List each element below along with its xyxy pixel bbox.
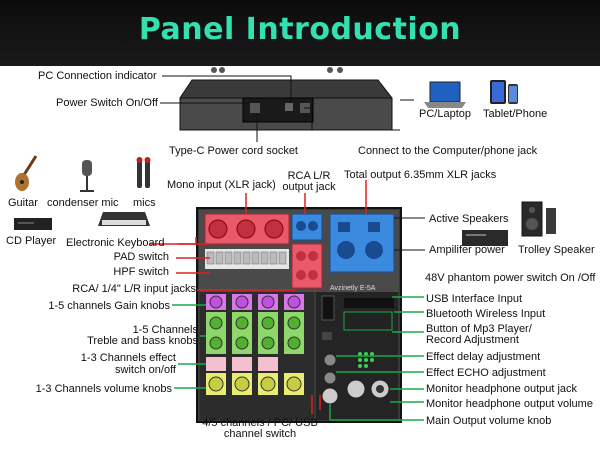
keyboard-label: Electronic Keyboard — [66, 237, 165, 249]
effect-switch-label-2: switch on/off — [115, 364, 176, 376]
connect-jack-label: Connect to the Computer/phone jack — [358, 145, 538, 157]
cd-player-icon — [14, 218, 52, 230]
mp3-button-label-2: Record Adjustment — [426, 334, 519, 346]
treble-bass-label-2: Treble and bass knobs — [87, 335, 198, 347]
mics-icon — [136, 157, 151, 188]
page-title: Panel Introduction — [138, 12, 462, 47]
guitar-label: Guitar — [8, 197, 38, 209]
active-speakers-label: Active Speakers — [429, 213, 509, 225]
rca-output-label-1: RCA L/R — [287, 170, 331, 182]
power-switch-label: Power Switch On/Off — [56, 97, 158, 109]
channel-switch-label-1: 4/5 channels / PC/ USB — [202, 417, 318, 429]
main-output-label: Main Output volume knob — [426, 415, 552, 427]
hpf-switch-label: HPF switch — [113, 266, 169, 278]
rca-output-label-2: output jack — [282, 181, 336, 193]
usb-input-label: USB Interface Input — [426, 293, 522, 305]
condenser-mic-label: condenser mic — [47, 197, 119, 209]
effect-switch-label-1: 1-3 Channels effect — [80, 352, 176, 364]
mono-input-label: Mono input (XLR jack) — [167, 179, 276, 191]
gain-knobs-label: 1-5 channels Gain knobs — [48, 300, 170, 312]
active-speakers-icon — [521, 201, 556, 237]
headphone-jack-label: Monitor headphone output jack — [426, 383, 578, 395]
amplifier-label: Ampilifer power — [429, 244, 505, 256]
trolley-speaker-label: Trolley Speaker — [518, 244, 595, 256]
keyboard-icon — [98, 212, 150, 226]
pc-indicator-label: PC Connection indicator — [38, 70, 157, 82]
effect-echo-label: Effect ECHO adjustment — [426, 367, 546, 379]
mp3-button-label-1: Button of Mp3 Player/ — [426, 323, 532, 335]
title-bar — [0, 0, 600, 66]
pad-switch-label: PAD switch — [113, 251, 169, 263]
channel-switch-label-2: channel switch — [223, 428, 297, 440]
tablet-phone-label: Tablet/Phone — [483, 108, 548, 120]
mixer-panel — [196, 207, 402, 423]
effect-delay-label: Effect delay adjustment — [426, 351, 541, 363]
tablet-phone-icon — [490, 80, 518, 104]
total-output-label: Total output 6.35mm XLR jacks — [344, 169, 497, 181]
typec-socket-label: Type-C Power cord socket — [169, 145, 298, 157]
phantom-power-label: 48V phantom power switch On /Off — [425, 272, 596, 284]
treble-bass-label-1: 1-5 Channels — [132, 324, 198, 336]
mixer-top-view — [179, 67, 393, 131]
volume-knobs-label: 1-3 Channels volume knobs — [35, 383, 172, 395]
brand-label: Avzinetly E-5A — [330, 285, 376, 292]
condenser-mic-icon — [80, 160, 94, 192]
cd-player-label: CD Player — [6, 235, 57, 247]
laptop-icon — [424, 81, 466, 108]
pc-laptop-label: PC/Laptop — [419, 108, 471, 120]
amplifier-icon — [462, 230, 508, 246]
guitar-icon — [15, 155, 38, 191]
mics-label: mics — [133, 197, 156, 209]
headphone-volume-label: Monitor headphone output volume — [426, 398, 593, 410]
bluetooth-input-label: Bluetooth Wireless Input — [426, 308, 546, 320]
rca-input-label: RCA/ 1/4" L/R input jacks — [72, 283, 196, 295]
